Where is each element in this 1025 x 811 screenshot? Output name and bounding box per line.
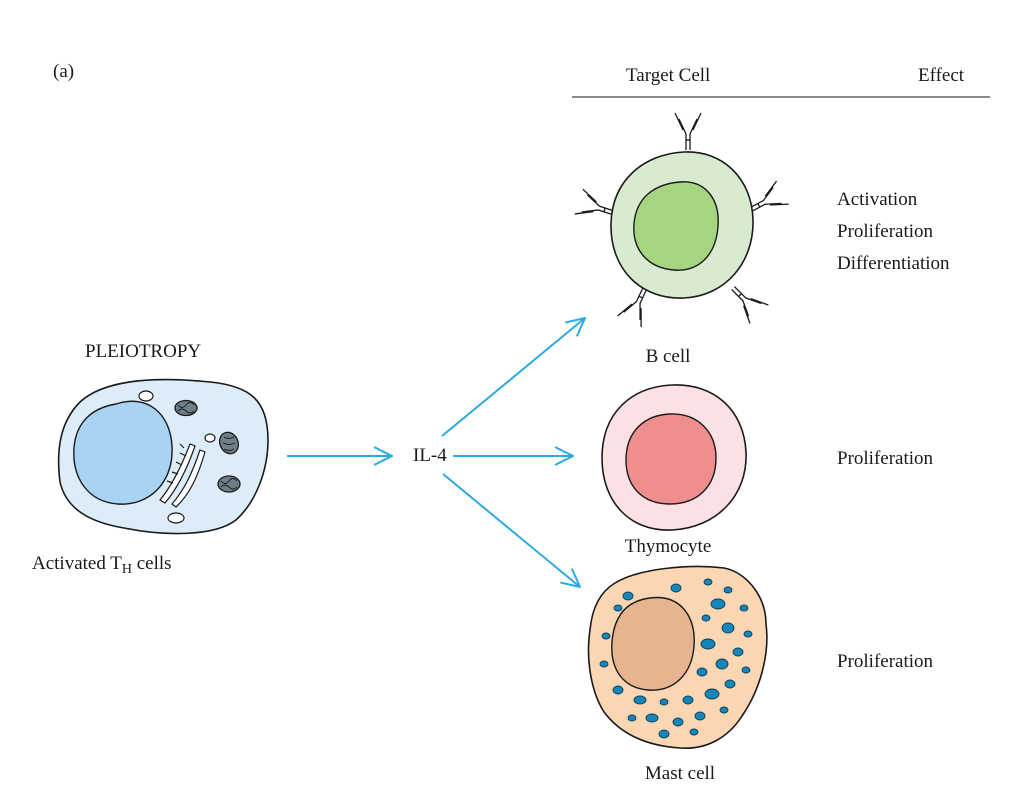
thymocyte-effects: Proliferation [837, 443, 933, 475]
b-cell-effects: Activation Proliferation Differentiation [837, 184, 950, 280]
header-effect: Effect [918, 65, 965, 86]
th-cell-label: Activated TH cells [32, 552, 172, 577]
th-vesicle [167, 512, 185, 524]
th-cell-label-subscript: H [121, 562, 132, 577]
th-mitochondrion [217, 475, 241, 493]
panel-label: (a) [53, 61, 75, 82]
effect-item: Proliferation [837, 651, 934, 672]
th-vesicle [204, 433, 216, 443]
th-cell-label-tail: cells [132, 553, 172, 574]
th-vesicle [138, 390, 154, 402]
effect-item: Differentiation [837, 253, 950, 274]
arrow-il4-to-mast-cell [442, 473, 580, 587]
mast-cell-label: Mast cell [644, 763, 716, 784]
b-cell-label: B cell [645, 346, 691, 367]
b-cell [574, 112, 789, 328]
header-target-cell: Target Cell [626, 65, 711, 86]
th-mitochondrion [218, 431, 240, 455]
thymocyte-label: Thymocyte [624, 536, 712, 557]
mast-cell [587, 565, 768, 749]
th-mitochondrion [174, 399, 198, 417]
th-cell-nucleus [73, 400, 173, 505]
mast-cell-granules [599, 578, 753, 739]
mast-cell-nucleus [611, 596, 695, 691]
thymocyte [601, 384, 747, 531]
effect-item: Proliferation [837, 221, 934, 242]
cytokine-label: IL-4 [413, 445, 447, 466]
b-cell-nucleus [633, 181, 719, 271]
antibody-receptors [574, 112, 789, 328]
concept-title: PLEIOTROPY [85, 341, 202, 362]
arrow-il4-to-b-cell [441, 318, 585, 437]
activated-th-cell [57, 378, 269, 535]
thymocyte-nucleus [625, 413, 717, 505]
effect-item: Activation [837, 189, 918, 210]
effect-item: Proliferation [837, 448, 934, 469]
th-golgi-apparatus [159, 443, 206, 508]
th-cell-label-main: Activated T [32, 553, 122, 574]
mast-cell-effects: Proliferation [837, 646, 933, 678]
